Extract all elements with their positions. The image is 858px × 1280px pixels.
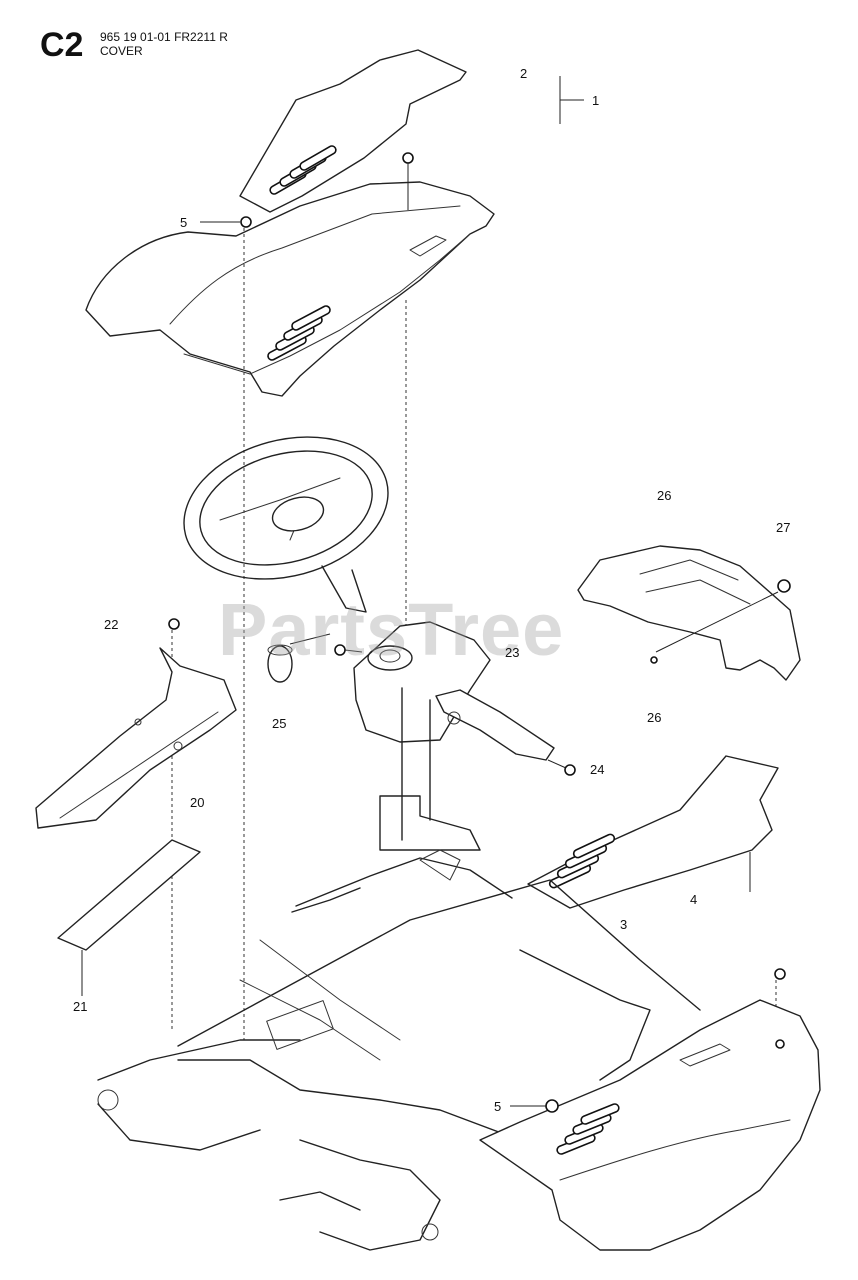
callout-21[interactable]: 21 <box>73 999 88 1014</box>
strip-part-21 <box>57 839 201 996</box>
callout-26-top[interactable]: 26 <box>657 488 672 503</box>
vent-slots <box>269 145 337 195</box>
callout-26-bottom[interactable]: 26 <box>647 710 662 725</box>
callout-4[interactable]: 4 <box>690 892 698 907</box>
floor-mat-part-4 <box>527 755 779 909</box>
callout-23[interactable]: 23 <box>505 645 520 660</box>
bolt-part-5-top <box>200 216 252 228</box>
vent-slots <box>267 305 331 361</box>
front-fender-cover <box>479 999 821 1251</box>
leader-part-1-2 <box>559 76 584 124</box>
model-part-line: 965 19 01-01 FR2211 R <box>100 30 228 44</box>
callout-2[interactable]: 2 <box>520 66 528 81</box>
callout-27[interactable]: 27 <box>776 520 791 535</box>
cover-part-24 <box>435 689 576 776</box>
vent-slots <box>548 833 616 889</box>
steering-wheel <box>183 436 389 613</box>
vent-slots <box>556 1103 620 1155</box>
callout-1[interactable]: 1 <box>592 93 600 108</box>
section-name: COVER <box>100 44 143 58</box>
main-cover-upper <box>85 181 495 397</box>
bolt-top-right <box>402 152 414 210</box>
callout-20[interactable]: 20 <box>190 795 205 810</box>
callout-25[interactable]: 25 <box>272 716 287 731</box>
callout-24[interactable]: 24 <box>590 762 605 777</box>
watermark-logo: PartsTree <box>218 588 565 671</box>
upper-panel-part-2 <box>239 49 467 213</box>
bolt-part-5-bottom <box>510 1099 559 1113</box>
bolt-part-22 <box>168 618 180 630</box>
section-code: C2 <box>40 26 84 64</box>
callout-22[interactable]: 22 <box>104 617 119 632</box>
bolt-lower-right <box>774 968 786 980</box>
callout-5-bottom[interactable]: 5 <box>494 1099 502 1114</box>
callout-3[interactable]: 3 <box>620 917 628 932</box>
rear-cover-part-26 <box>577 545 801 681</box>
callout-5-top[interactable]: 5 <box>180 215 188 230</box>
knob-part-25 <box>267 633 331 683</box>
side-panel-part-20 <box>35 647 237 829</box>
